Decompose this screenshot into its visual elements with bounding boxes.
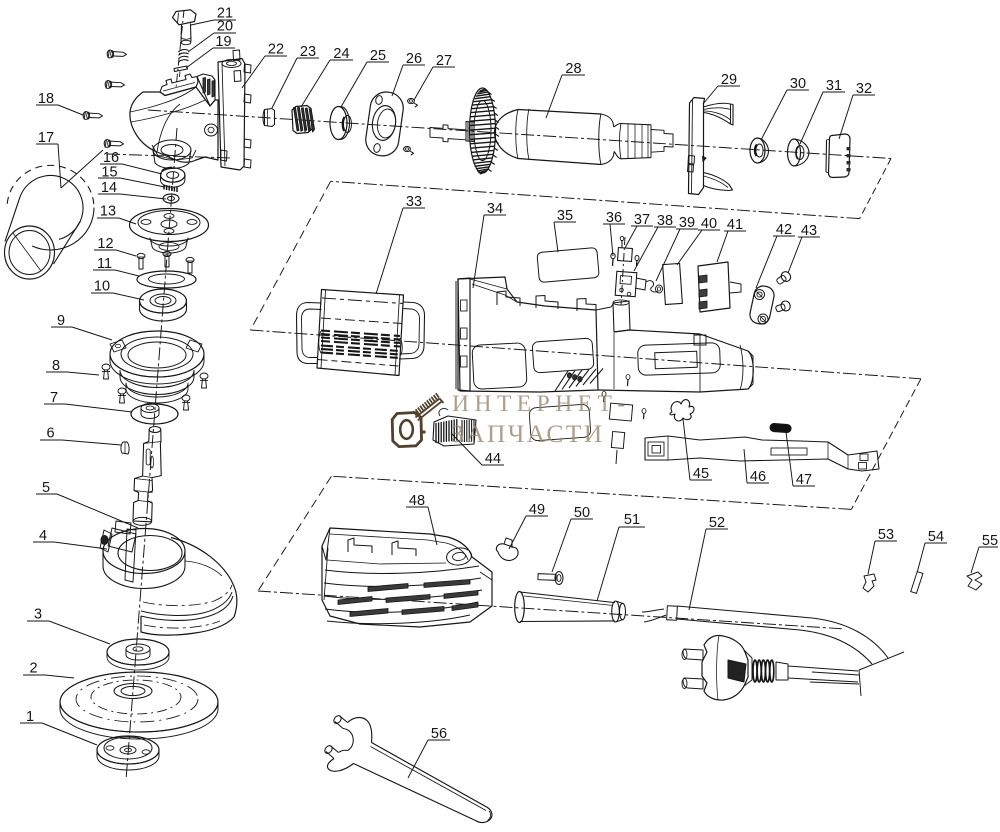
svg-text:39: 39	[679, 215, 695, 231]
svg-text:30: 30	[790, 76, 806, 92]
svg-text:ИНТЕРНЕТ-: ИНТЕРНЕТ-	[452, 391, 631, 417]
svg-text:32: 32	[856, 81, 872, 97]
svg-text:16: 16	[103, 150, 119, 166]
svg-text:52: 52	[709, 515, 725, 531]
svg-text:44: 44	[485, 451, 501, 467]
svg-text:50: 50	[574, 505, 590, 521]
svg-text:51: 51	[624, 512, 640, 528]
svg-text:23: 23	[300, 44, 316, 60]
svg-text:7: 7	[50, 390, 58, 406]
svg-text:5: 5	[42, 480, 50, 496]
svg-text:18: 18	[38, 91, 54, 107]
svg-text:24: 24	[333, 46, 349, 62]
svg-text:26: 26	[406, 51, 422, 67]
svg-text:53: 53	[878, 527, 894, 543]
svg-text:11: 11	[97, 256, 112, 272]
svg-text:56: 56	[431, 726, 447, 742]
svg-text:9: 9	[57, 313, 65, 329]
svg-text:54: 54	[928, 529, 944, 545]
svg-text:3: 3	[34, 607, 42, 623]
svg-text:33: 33	[406, 194, 422, 210]
svg-text:8: 8	[52, 358, 60, 374]
svg-text:17: 17	[38, 130, 54, 146]
svg-text:25: 25	[370, 48, 386, 64]
svg-text:38: 38	[657, 213, 673, 229]
svg-text:1: 1	[26, 709, 34, 725]
svg-text:22: 22	[268, 42, 284, 58]
svg-text:12: 12	[97, 236, 113, 252]
svg-text:43: 43	[801, 223, 817, 239]
svg-text:14: 14	[101, 180, 117, 196]
svg-text:ЗАПЧАСТИ: ЗАПЧАСТИ	[451, 419, 605, 448]
svg-text:28: 28	[565, 61, 581, 77]
svg-text:42: 42	[776, 222, 792, 238]
svg-text:19: 19	[215, 34, 231, 50]
svg-text:2: 2	[29, 661, 37, 677]
svg-text:45: 45	[693, 466, 709, 482]
svg-text:55: 55	[982, 533, 998, 549]
svg-text:35: 35	[557, 208, 573, 224]
svg-text:34: 34	[487, 201, 503, 217]
svg-text:4: 4	[39, 528, 47, 544]
svg-text:48: 48	[409, 493, 425, 509]
svg-text:40: 40	[701, 216, 717, 232]
svg-text:31: 31	[826, 78, 842, 94]
svg-text:37: 37	[634, 212, 650, 228]
svg-text:41: 41	[727, 217, 743, 233]
svg-text:20: 20	[217, 19, 233, 35]
svg-text:27: 27	[436, 53, 452, 69]
svg-text:21: 21	[217, 6, 233, 22]
svg-text:47: 47	[796, 472, 812, 488]
svg-text:49: 49	[529, 502, 545, 518]
svg-text:46: 46	[750, 469, 766, 485]
svg-text:29: 29	[721, 72, 737, 88]
svg-text:36: 36	[606, 210, 622, 226]
svg-text:13: 13	[100, 204, 116, 220]
svg-text:10: 10	[94, 279, 110, 295]
svg-text:15: 15	[101, 165, 117, 181]
svg-text:6: 6	[46, 426, 54, 442]
